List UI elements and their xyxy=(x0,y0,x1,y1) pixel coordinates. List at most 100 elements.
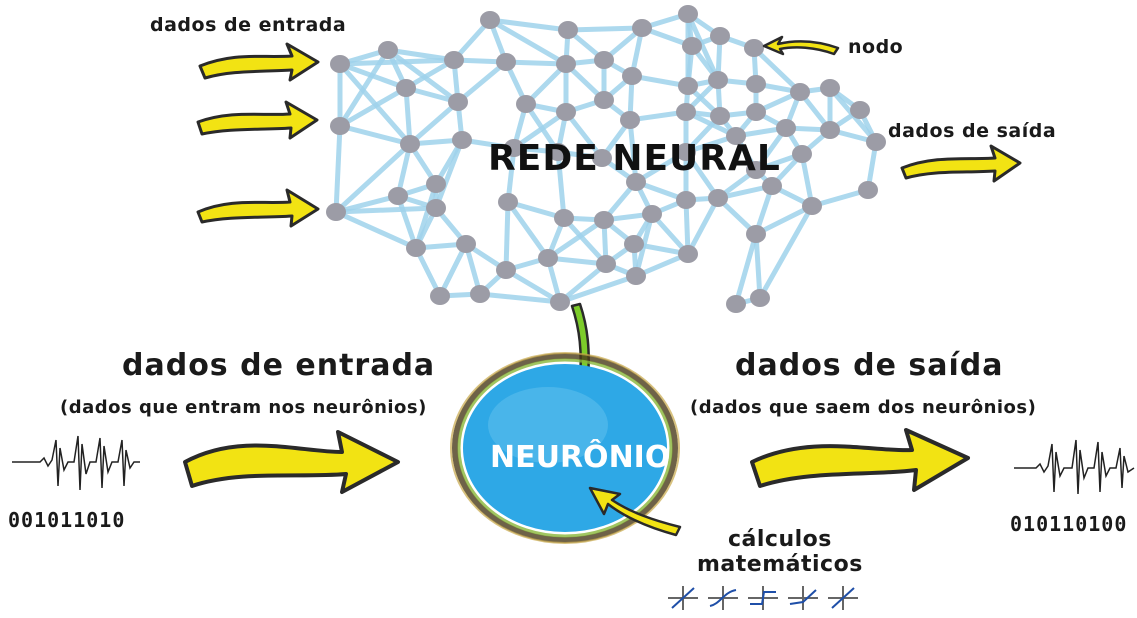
network-node xyxy=(746,103,766,121)
output-heading: dados de saída xyxy=(735,348,1004,383)
network-node xyxy=(330,55,350,73)
network-node xyxy=(708,189,728,207)
network-node xyxy=(516,95,536,113)
network-link xyxy=(337,47,391,129)
network-link xyxy=(733,231,759,307)
network-node xyxy=(400,135,420,153)
network-link xyxy=(333,205,439,215)
output-binary: 010110100 xyxy=(1010,512,1128,536)
network-link xyxy=(757,203,815,301)
network-link xyxy=(413,181,439,251)
network-node xyxy=(750,289,770,307)
network-link xyxy=(337,85,409,129)
network-link xyxy=(455,59,509,105)
network-node xyxy=(746,75,766,93)
network-input-arrow-1 xyxy=(198,42,320,82)
network-node xyxy=(496,53,516,71)
network-node xyxy=(594,91,614,109)
network-link xyxy=(505,145,517,205)
network-node xyxy=(676,103,696,121)
network-node xyxy=(556,103,576,121)
network-link xyxy=(407,99,461,147)
input-subheading: (dados que entram nos neurônios) xyxy=(60,397,427,418)
network-node xyxy=(538,249,558,267)
network-link xyxy=(751,45,803,95)
network-node xyxy=(620,111,640,129)
network-node xyxy=(762,177,782,195)
network-node xyxy=(430,287,450,305)
neuron-label: NEURÔNIO xyxy=(490,440,671,475)
network-node xyxy=(498,193,518,211)
network-node xyxy=(470,285,490,303)
network-node xyxy=(744,39,764,57)
network-link xyxy=(627,117,639,185)
network-node xyxy=(678,77,698,95)
network-node xyxy=(626,267,646,285)
network-node xyxy=(496,261,516,279)
network-link xyxy=(503,59,569,67)
network-node xyxy=(378,41,398,59)
network-node xyxy=(746,161,766,179)
network-node xyxy=(866,133,886,151)
network-link xyxy=(337,57,457,67)
network-node xyxy=(626,173,646,191)
neuron-cell xyxy=(450,352,680,544)
network-node xyxy=(504,139,524,157)
input-waveform xyxy=(12,435,140,491)
node-label: nodo xyxy=(848,36,904,58)
network-node xyxy=(820,79,840,97)
input-heading: dados de entrada xyxy=(122,348,436,383)
network-link xyxy=(557,261,609,305)
network-link xyxy=(685,195,721,257)
network-link xyxy=(683,149,721,201)
network-link xyxy=(477,291,563,305)
network-link xyxy=(545,217,607,261)
input-big-arrow xyxy=(183,430,400,494)
network-link xyxy=(753,203,815,237)
network-link xyxy=(557,273,639,305)
network-node xyxy=(550,293,570,311)
network-link xyxy=(555,149,567,221)
network-node xyxy=(594,51,614,69)
network-node xyxy=(592,149,612,167)
network-link xyxy=(437,241,469,299)
network-link xyxy=(333,123,343,215)
output-big-arrow xyxy=(750,428,970,492)
network-node xyxy=(850,101,870,119)
network-output-arrow xyxy=(900,144,1022,183)
input-binary: 001011010 xyxy=(8,508,126,532)
neural-network xyxy=(326,5,886,313)
network-node xyxy=(676,143,696,161)
network-node xyxy=(558,21,578,39)
network-output-label: dados de saída xyxy=(888,120,1057,142)
network-node xyxy=(330,117,350,135)
network-link xyxy=(503,267,563,305)
network-node xyxy=(548,143,568,161)
network-link xyxy=(503,199,511,273)
network-link xyxy=(487,17,571,33)
network-node xyxy=(708,71,728,89)
network-link xyxy=(433,137,465,211)
network-node xyxy=(726,295,746,313)
network-link xyxy=(487,17,569,67)
network-link xyxy=(505,199,551,261)
node-pointer-arrow xyxy=(762,35,840,56)
network-node xyxy=(858,181,878,199)
network-link xyxy=(337,123,413,147)
network-input-arrow-3 xyxy=(196,188,320,228)
network-link xyxy=(333,209,419,251)
network-node xyxy=(326,203,346,221)
network-node xyxy=(802,197,822,215)
output-subheading: (dados que saem dos neurônios) xyxy=(690,397,1037,418)
network-node xyxy=(792,145,812,163)
network-node xyxy=(452,131,472,149)
network-node xyxy=(710,27,730,45)
network-node xyxy=(682,37,702,55)
activation-function-icons xyxy=(668,586,858,610)
network-link xyxy=(683,197,691,257)
network-node xyxy=(388,187,408,205)
network-node xyxy=(678,5,698,23)
network-node xyxy=(456,235,476,253)
network-node xyxy=(426,199,446,217)
network-node xyxy=(554,209,574,227)
